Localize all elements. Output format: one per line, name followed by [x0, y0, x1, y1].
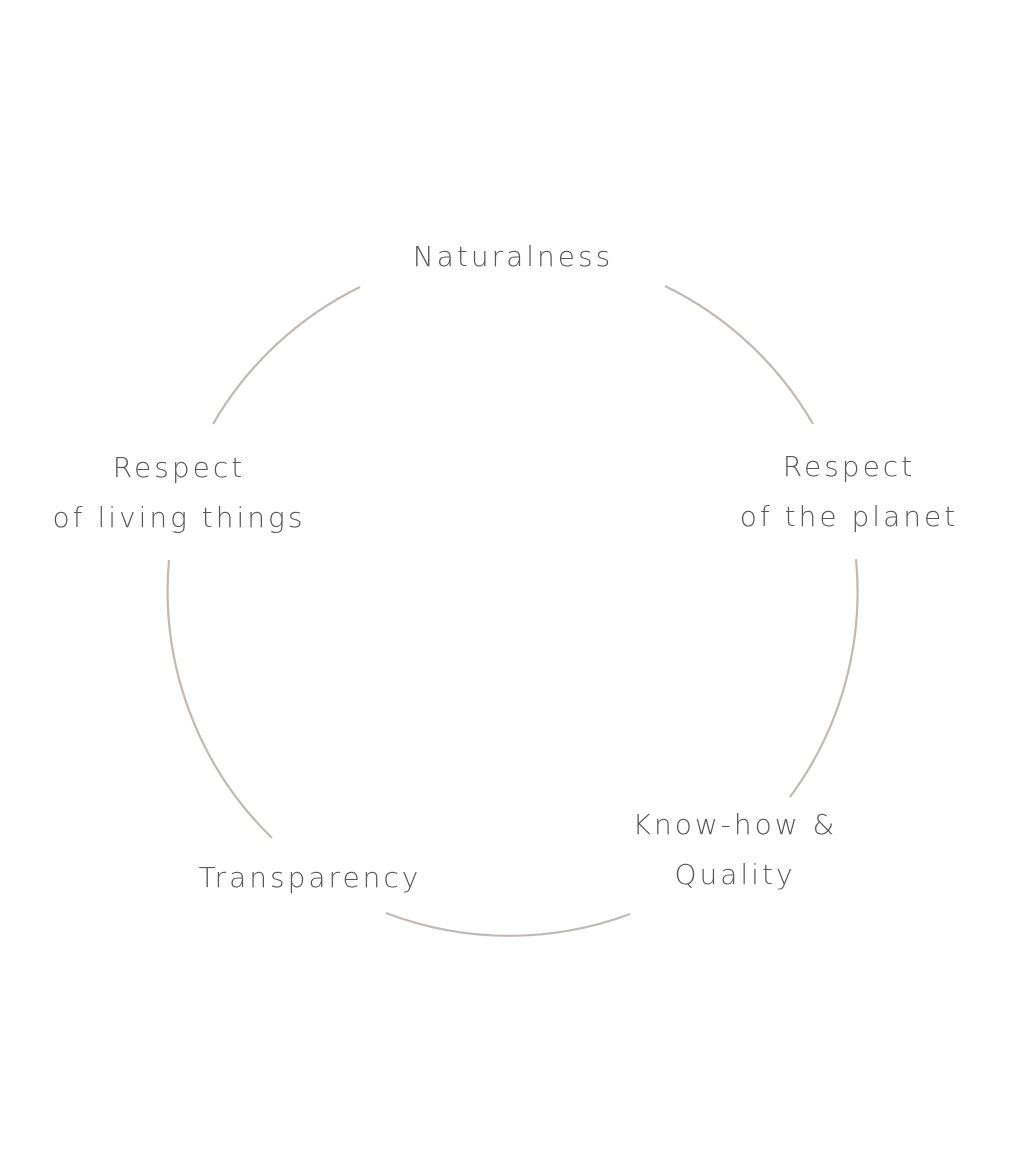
arc-planet-to-quality [789, 558, 859, 798]
value-respect-of-the-planet-line-2: of the planet [739, 500, 959, 533]
value-transparency: Transparency [199, 853, 422, 903]
value-respect-of-living-things: Respect of living things [53, 443, 306, 543]
arc-naturalness-to-planet [664, 285, 814, 425]
arc-transparency-to-living [166, 559, 273, 839]
value-know-how-and-quality-line-1: Know-how & [632, 808, 838, 841]
arc-quality-to-transparency [385, 911, 631, 937]
value-know-how-and-quality-line-2: Quality [674, 858, 796, 891]
value-naturalness: Naturalness [413, 232, 613, 282]
value-respect-of-living-things-line-2: of living things [52, 501, 306, 534]
value-respect-of-the-planet: Respect of the planet [740, 442, 958, 542]
value-transparency-line-1: Transparency [198, 861, 422, 894]
value-know-how-and-quality: Know-how & Quality [633, 800, 838, 900]
value-naturalness-line-1: Naturalness [412, 240, 614, 273]
value-respect-of-living-things-line-1: Respect [112, 451, 246, 484]
value-respect-of-the-planet-line-1: Respect [782, 450, 916, 483]
arc-living-to-naturalness [212, 286, 361, 425]
